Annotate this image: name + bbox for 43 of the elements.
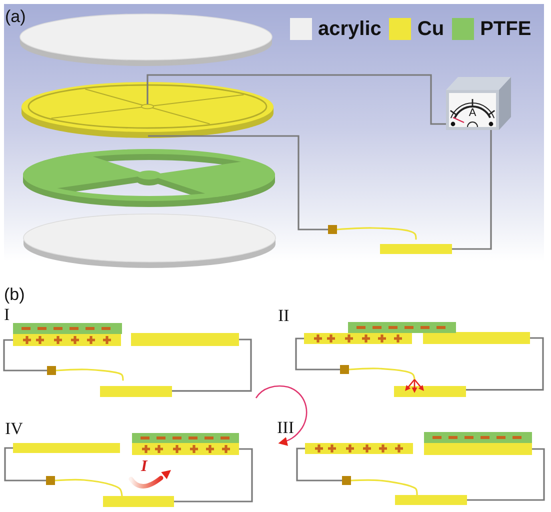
copper-electrode-disc (22, 82, 274, 138)
panel-label: (a) (5, 8, 26, 25)
stage-label: III (277, 419, 294, 436)
copper-strip (103, 496, 174, 507)
wire (467, 448, 545, 501)
spring-wire (336, 227, 417, 240)
contact-block (328, 225, 337, 234)
center-contact (141, 104, 154, 110)
copper-electrode (13, 443, 120, 453)
spring-wire (54, 478, 123, 497)
wire (295, 338, 340, 370)
wire (146, 74, 446, 125)
wire (172, 338, 252, 392)
ammeter (446, 77, 511, 130)
current-symbol: I (141, 459, 148, 475)
copper-electrode (423, 332, 530, 344)
wire (148, 135, 328, 230)
stage-label: I (4, 306, 10, 323)
copper-electrode (131, 333, 239, 346)
spring-wire (350, 479, 418, 496)
copper-electrode (424, 443, 532, 455)
copper-strip (100, 386, 172, 397)
contact-block (47, 366, 56, 375)
wire (3, 339, 47, 372)
contact-block (46, 476, 55, 485)
wire (296, 448, 342, 482)
copper-strip (394, 386, 466, 397)
meter-symbol: A (468, 108, 478, 119)
legend-label: acrylic (318, 19, 382, 39)
copper-strip (380, 244, 452, 254)
wire (174, 448, 253, 502)
contact-block (340, 365, 349, 374)
panel-label: (b) (4, 286, 25, 303)
stage-label: II (278, 307, 290, 324)
legend-label: PTFE (480, 19, 532, 39)
contact-block (342, 476, 351, 485)
legend-label: Cu (417, 19, 444, 39)
copper-strip (395, 495, 467, 505)
spring-wire (348, 368, 416, 380)
wire (452, 130, 492, 250)
wire (4, 447, 46, 482)
wire (466, 337, 544, 391)
stage-label: IV (5, 420, 23, 437)
